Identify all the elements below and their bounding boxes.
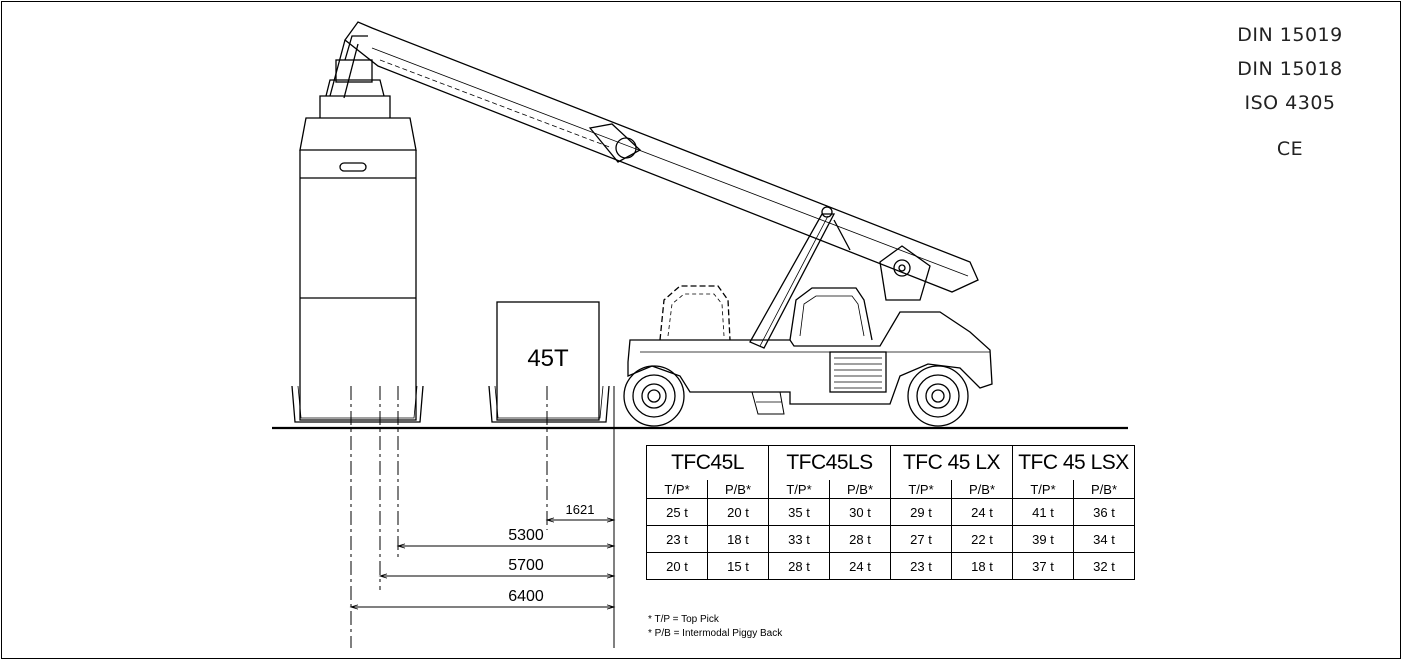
standard-din-15018: DIN 15018 <box>1237 58 1343 80</box>
table-cell: 41 t <box>1012 498 1074 526</box>
dim-1621: 1621 <box>566 502 595 517</box>
capacity-table: TFC45L TFC45LS TFC 45 LX TFC 45 LSX T/P*… <box>646 445 1135 580</box>
standard-iso-4305: ISO 4305 <box>1244 92 1336 114</box>
table-row: 20 t 15 t 28 t 24 t 23 t 18 t 37 t 32 t <box>646 552 1135 580</box>
table-row: 23 t 18 t 33 t 28 t 27 t 22 t 39 t 34 t <box>646 525 1135 553</box>
chassis <box>627 311 993 415</box>
table-cell: 37 t <box>1012 552 1074 580</box>
sub-header: T/P* <box>1012 480 1074 499</box>
table-cell: 33 t <box>768 525 830 553</box>
table-cell: 29 t <box>890 498 952 526</box>
table-cell: 23 t <box>646 525 708 553</box>
model-header: TFC 45 LX <box>890 445 1013 480</box>
lift-cylinder <box>749 206 851 349</box>
standard-din-15019: DIN 15019 <box>1237 24 1343 46</box>
load-label: 45T <box>527 345 569 372</box>
dimension-labels: 1621 5300 5700 6400 45T <box>508 345 594 605</box>
table-cell: 22 t <box>951 525 1013 553</box>
table-cell: 28 t <box>768 552 830 580</box>
dim-5300: 5300 <box>508 527 544 544</box>
note-top-pick: * T/P = Top Pick <box>648 614 719 625</box>
table-cell: 24 t <box>951 498 1013 526</box>
table-cell: 25 t <box>646 498 708 526</box>
table-cell: 20 t <box>646 552 708 580</box>
load-container <box>488 301 610 423</box>
table-notes: * T/P = Top Pick * P/B = Intermodal Pigg… <box>648 613 782 641</box>
telescopic-boom <box>329 21 979 293</box>
table-cell: 27 t <box>890 525 952 553</box>
standard-ce: CE <box>1276 138 1304 160</box>
sub-header: P/B* <box>951 480 1013 499</box>
table-cell: 32 t <box>1073 552 1135 580</box>
sub-header: P/B* <box>1073 480 1135 499</box>
table-row: 25 t 20 t 35 t 30 t 29 t 24 t 41 t 36 t <box>646 498 1135 526</box>
sub-header: T/P* <box>646 480 708 499</box>
dim-5700: 5700 <box>508 557 544 574</box>
front-wheel <box>623 365 685 427</box>
table-cell: 18 t <box>951 552 1013 580</box>
sub-header: T/P* <box>890 480 952 499</box>
dimension-lines <box>349 386 616 648</box>
operator-cab <box>659 285 873 341</box>
table-cell: 36 t <box>1073 498 1135 526</box>
note-piggy-back: * P/B = Intermodal Piggy Back <box>648 628 783 639</box>
table-cell: 20 t <box>707 498 769 526</box>
table-cell: 34 t <box>1073 525 1135 553</box>
table-cell: 15 t <box>707 552 769 580</box>
sub-header: P/B* <box>829 480 891 499</box>
table-cell: 24 t <box>829 552 891 580</box>
table-cell: 35 t <box>768 498 830 526</box>
table-cell: 18 t <box>707 525 769 553</box>
table-cell: 39 t <box>1012 525 1074 553</box>
sub-header: P/B* <box>707 480 769 499</box>
model-header: TFC 45 LSX <box>1012 445 1135 480</box>
container-stack <box>291 35 424 423</box>
model-header: TFC45LS <box>768 445 891 480</box>
model-header: TFC45L <box>646 445 769 480</box>
rear-wheel <box>907 365 969 427</box>
boom-pivot <box>879 245 931 301</box>
sub-header: T/P* <box>768 480 830 499</box>
table-cell: 23 t <box>890 552 952 580</box>
table-cell: 28 t <box>829 525 891 553</box>
dim-6400: 6400 <box>508 588 544 605</box>
table-cell: 30 t <box>829 498 891 526</box>
